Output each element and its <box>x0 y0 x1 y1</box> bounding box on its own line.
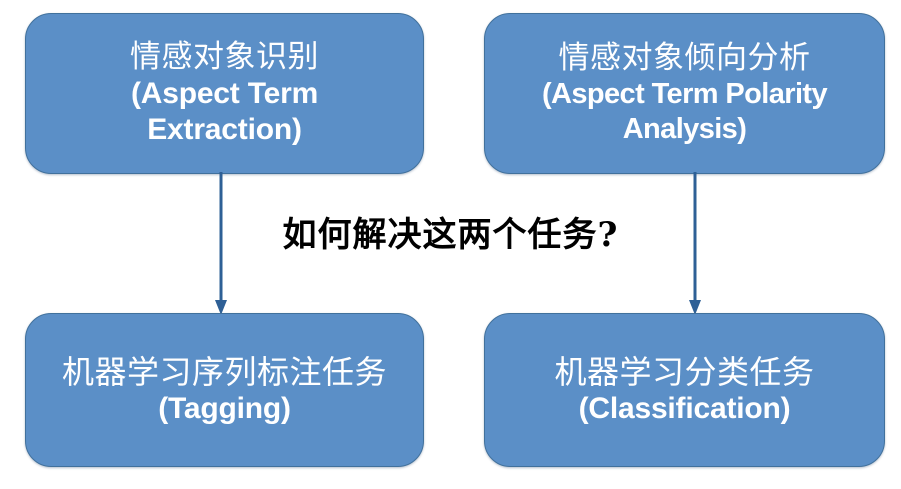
node-aspect-term-polarity-analysis[interactable]: 情感对象倾向分析 (Aspect Term Polarity Analysis) <box>484 13 885 174</box>
arrow-down-icon <box>215 172 227 315</box>
node-aspect-term-extraction[interactable]: 情感对象识别 (Aspect Term Extraction) <box>25 13 424 174</box>
node-label-cjk: 情感对象识别 <box>130 38 319 75</box>
edge-arrow-polarity-to-classification <box>685 172 705 316</box>
node-label-cjk: 机器学习分类任务 <box>554 352 815 391</box>
node-label-latin-line2: Analysis) <box>622 113 747 146</box>
diagram-caption: 如何解决这两个任务? <box>282 215 619 255</box>
node-label-latin-line1: (Aspect Term <box>130 77 319 111</box>
node-label-latin-line1: (Classification) <box>578 392 791 426</box>
node-ml-sequence-tagging-task[interactable]: 机器学习序列标注任务 (Tagging) <box>25 313 424 467</box>
arrow-down-icon <box>689 172 701 315</box>
node-label-latin-line2: Extraction) <box>147 113 302 147</box>
node-label-latin-line1: (Tagging) <box>158 392 291 426</box>
node-label-latin-line1: (Aspect Term Polarity <box>541 78 828 111</box>
edge-arrow-extraction-to-tagging <box>211 172 231 316</box>
node-label-cjk: 机器学习序列标注任务 <box>61 352 387 391</box>
node-label-cjk: 情感对象倾向分析 <box>558 40 811 77</box>
node-ml-classification-task[interactable]: 机器学习分类任务 (Classification) <box>484 313 885 467</box>
